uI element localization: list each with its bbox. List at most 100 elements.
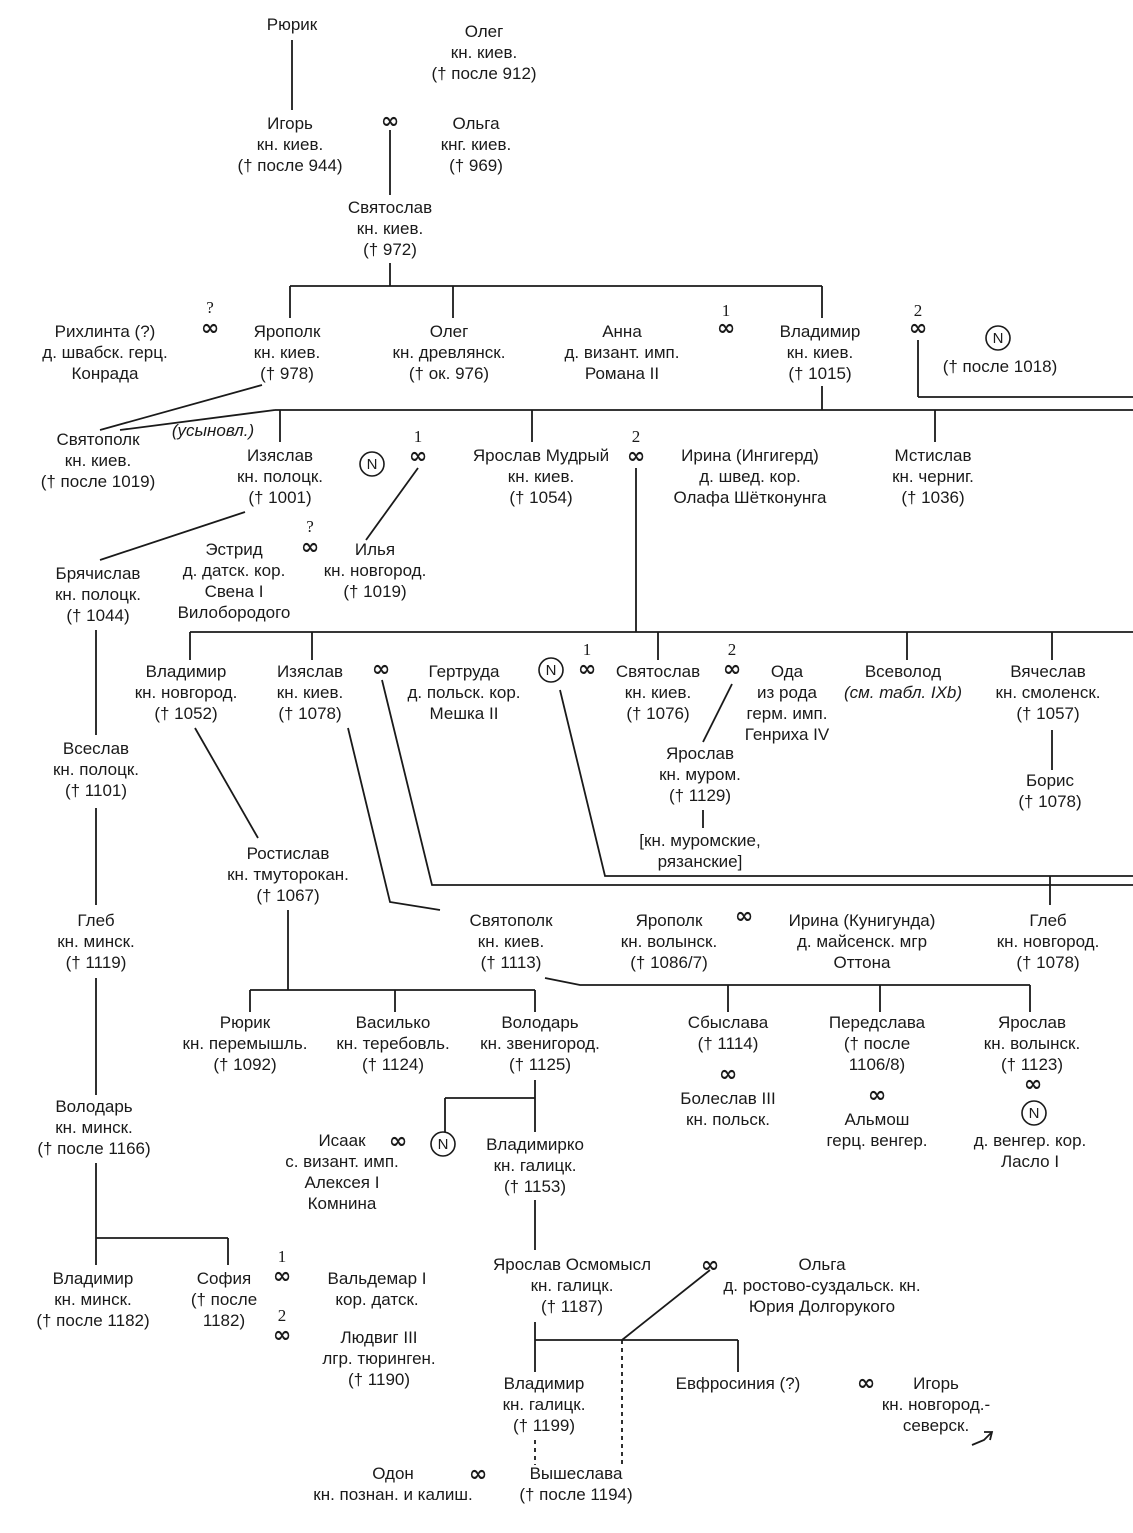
marriage-symbol: ∞: [868, 1083, 886, 1108]
person-line: Володарь: [55, 1097, 132, 1116]
person-line: Мстислав: [894, 446, 971, 465]
marriage-symbol: ∞: [909, 316, 927, 341]
person-line: Глеб: [1029, 911, 1066, 930]
person-line: кн. минск.: [54, 1290, 132, 1309]
person-line: († 1190): [348, 1370, 410, 1389]
person-line: Людвиг III: [340, 1328, 417, 1347]
person-line: Владимир: [780, 322, 861, 341]
marriage-order-2: 2: [914, 301, 923, 320]
marriage-symbol: ∞: [627, 444, 645, 469]
person-line: Олег: [465, 22, 504, 41]
marriage-symbol: ∞: [409, 444, 427, 469]
person-vsevolod: Всеволод: [865, 662, 941, 681]
person-line: († 972): [363, 240, 417, 259]
person-line: герм. имп.: [747, 704, 828, 723]
unknown-spouse-label: N: [367, 456, 378, 473]
person-line: († 1125): [509, 1055, 571, 1074]
person-sbyslava: Сбыслава(† 1114): [688, 1013, 769, 1053]
person-line: кн. киев.: [625, 683, 691, 702]
person-line: († после 1166): [37, 1139, 150, 1158]
person-line: († 1199): [513, 1416, 575, 1435]
marriage-symbol: ∞: [723, 657, 741, 682]
person-line: кн. новгород.: [135, 683, 238, 702]
person-line: Игорь: [267, 114, 313, 133]
person-volodar2: Володарь кн. минск. († после 1166): [37, 1097, 150, 1158]
person-line: († ок. 976): [409, 364, 489, 383]
person-line: Комнина: [308, 1194, 377, 1213]
unknown-spouse-label: N: [546, 662, 557, 679]
person-line: († 969): [449, 156, 503, 175]
person-line: († 1119): [66, 953, 127, 972]
person-line: д. швед. кор.: [699, 467, 801, 486]
person-line: кн. галицк.: [503, 1395, 586, 1414]
unknown-spouse-label: N: [993, 330, 1004, 347]
person-boris: Борис(† 1078): [1018, 771, 1081, 811]
person-line: Брячислав: [56, 564, 141, 583]
person-line: д. венгер. кор.: [974, 1131, 1087, 1150]
person-line: Святополк: [469, 911, 553, 930]
person-line: северск.: [903, 1416, 969, 1435]
person-line: Владимир: [53, 1269, 134, 1288]
person-line: Глеб: [77, 911, 114, 930]
person-line: Святополк: [56, 430, 140, 449]
person-line: Всеслав: [63, 739, 129, 758]
person-line: († 1153): [504, 1177, 566, 1196]
person-line: Святослав: [616, 662, 700, 681]
person-line: († после: [844, 1034, 910, 1053]
person-line: Гертруда: [429, 662, 501, 681]
person-line: Олафа Шётконунга: [673, 488, 827, 507]
person-line: кн. киев.: [451, 43, 517, 62]
person-line: Игорь: [913, 1374, 959, 1393]
person-line: Владимир: [504, 1374, 585, 1393]
person-line: († 1036): [901, 488, 964, 507]
person-line: († после 1194): [519, 1485, 632, 1504]
person-line: кн. перемышль.: [183, 1034, 308, 1053]
person-line: кн. черниг.: [892, 467, 974, 486]
marriage-symbol: ∞: [273, 1264, 291, 1289]
person-line: († после 912): [431, 64, 536, 83]
person-line: Василько: [356, 1013, 431, 1032]
person-line: кн. познан. и калиш.: [313, 1485, 472, 1504]
person-line: кн. новгород.: [324, 561, 427, 580]
person-vysheslava: Вышеслава(† после 1194): [519, 1464, 632, 1504]
person-line: кн. минск.: [55, 1118, 133, 1137]
person-line: Святослав: [348, 198, 432, 217]
person-line: кн. полоцк.: [237, 467, 323, 486]
person-line: София: [197, 1269, 251, 1288]
person-line: кн. киев.: [357, 219, 423, 238]
person-line: Свена I: [205, 582, 264, 601]
person-line: († после 944): [237, 156, 342, 175]
person-line: д. польск. кор.: [407, 683, 520, 702]
person-line: († 1092): [213, 1055, 276, 1074]
marriage-symbol: ∞: [381, 109, 399, 134]
person-line: († 1114): [698, 1034, 759, 1053]
person-line: кн. новгород.: [997, 932, 1100, 951]
marriage-symbol: ∞: [735, 904, 753, 929]
person-line: кн. минск.: [57, 932, 135, 951]
person-line: Владимир: [146, 662, 227, 681]
marriage-symbol: ∞: [717, 316, 735, 341]
person-rikhlinta: Рихлинта (?)д. швабск. герц.Конрада: [42, 322, 167, 383]
person-line: Рюрик: [267, 15, 318, 34]
person-line: кн. звенигород.: [480, 1034, 600, 1053]
person-line: († 978): [260, 364, 314, 383]
person-line: Ярополк: [636, 911, 703, 930]
person-line: 1106/8): [849, 1055, 905, 1074]
person-laslo: д. венгер. кор.Ласло I: [974, 1131, 1087, 1171]
person-muromskie: [кн. муромские,рязанские]: [639, 831, 760, 871]
